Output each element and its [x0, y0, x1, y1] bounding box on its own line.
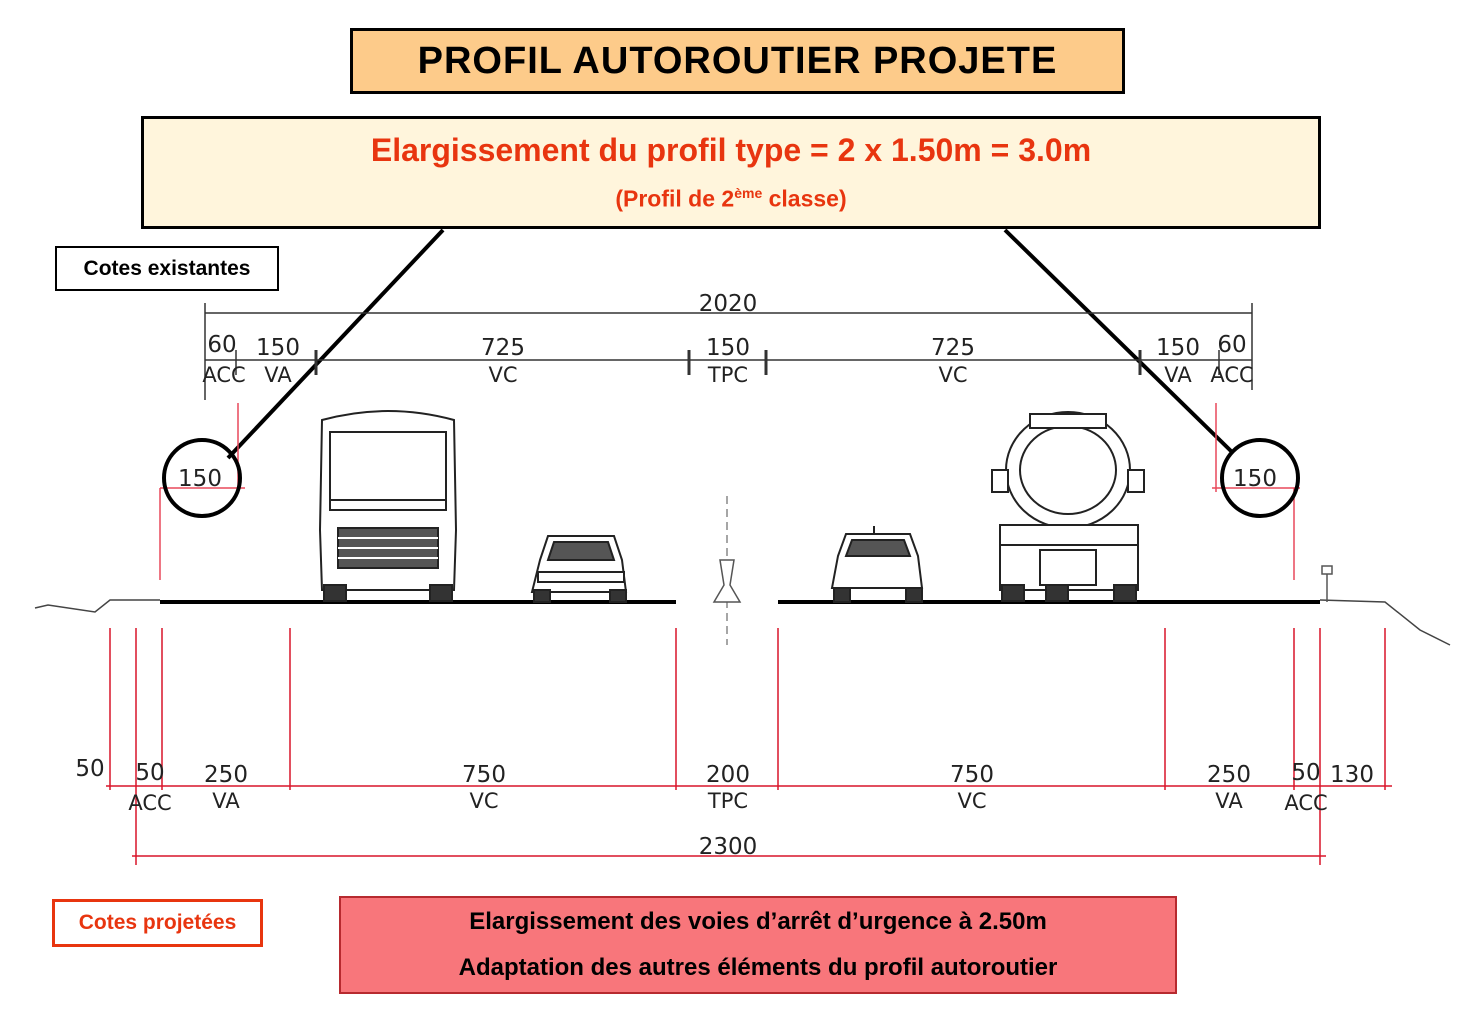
- subtitle-line1: Elargissement du profil type = 2 x 1.50m…: [370, 132, 1092, 169]
- note-line2: Adaptation des autres éléments du profil…: [458, 954, 1058, 981]
- truck-icon: [318, 410, 458, 602]
- projected-tpc: 200: [706, 762, 750, 788]
- projected-vc-right: 750: [950, 762, 994, 788]
- widening-circle-left: [162, 438, 242, 518]
- note-box: Elargissement des voies d’arrêt d’urgenc…: [339, 896, 1177, 994]
- projected-va-left-lbl: VA: [212, 789, 240, 813]
- projected-vc-left-lbl: VC: [469, 789, 498, 813]
- subtitle-line2-post: classe): [762, 185, 847, 212]
- median-barrier: [712, 559, 742, 603]
- ground-profile: [34, 599, 1451, 646]
- existing-vc-left: 725: [481, 335, 525, 361]
- projected-berm-right: 130: [1330, 762, 1374, 788]
- existing-va-right-lbl: VA: [1164, 363, 1192, 387]
- subtitle-line2: (Profil de 2ème classe): [615, 185, 846, 213]
- projected-va-left: 250: [204, 762, 248, 788]
- projected-tpc-lbl: TPC: [707, 789, 748, 813]
- existing-tpc: 150: [706, 335, 750, 361]
- subtitle-line2-sup: ème: [734, 185, 763, 202]
- projected-berm-left: 50: [75, 756, 104, 782]
- existing-acc-left-lbl: ACC: [202, 363, 245, 387]
- projected-acc-left: 50: [135, 760, 164, 786]
- page-title: PROFIL AUTOROUTIER PROJETE: [350, 28, 1125, 94]
- projected-vc-left: 750: [462, 762, 506, 788]
- existing-acc-right-lbl: ACC: [1210, 363, 1253, 387]
- subtitle-line2-pre: (Profil de 2: [615, 185, 735, 212]
- legend-existing: Cotes existantes: [55, 246, 279, 291]
- existing-total: 2020: [699, 291, 758, 317]
- existing-tpc-lbl: TPC: [707, 363, 748, 387]
- projected-vc-right-lbl: VC: [957, 789, 986, 813]
- projected-va-right-lbl: VA: [1215, 789, 1243, 813]
- projected-acc-right-lbl: ACC: [1284, 791, 1327, 815]
- road-post-right: [1321, 565, 1333, 602]
- callout-line-left: [226, 228, 445, 460]
- widening-left-value: 150: [178, 466, 222, 492]
- projected-acc-right: 50: [1291, 760, 1320, 786]
- existing-acc-right: 60: [1217, 332, 1246, 358]
- note-line1: Elargissement des voies d’arrêt d’urgenc…: [469, 908, 1047, 935]
- projected-dimensions: [106, 628, 1392, 865]
- existing-vc-left-lbl: VC: [488, 363, 517, 387]
- existing-va-left-lbl: VA: [264, 363, 292, 387]
- widening-circle-right: [1220, 438, 1300, 518]
- existing-dimensions: [204, 303, 1253, 400]
- existing-vc-right: 725: [931, 335, 975, 361]
- existing-va-right: 150: [1156, 335, 1200, 361]
- existing-va-left: 150: [256, 335, 300, 361]
- callout-line-right: [1003, 228, 1234, 454]
- widening-marker-right: [1212, 403, 1300, 580]
- existing-vc-right-lbl: VC: [938, 363, 967, 387]
- widening-right-value: 150: [1233, 466, 1277, 492]
- projected-va-right: 250: [1207, 762, 1251, 788]
- legend-projected: Cotes projetées: [52, 899, 263, 947]
- projected-total: 2300: [699, 834, 758, 860]
- car-icon-right: [830, 526, 924, 603]
- projected-acc-left-lbl: ACC: [128, 791, 171, 815]
- subtitle-box: Elargissement du profil type = 2 x 1.50m…: [141, 116, 1321, 229]
- existing-acc-left: 60: [207, 332, 236, 358]
- tanker-truck-icon: [991, 411, 1145, 602]
- car-icon-left: [530, 535, 628, 603]
